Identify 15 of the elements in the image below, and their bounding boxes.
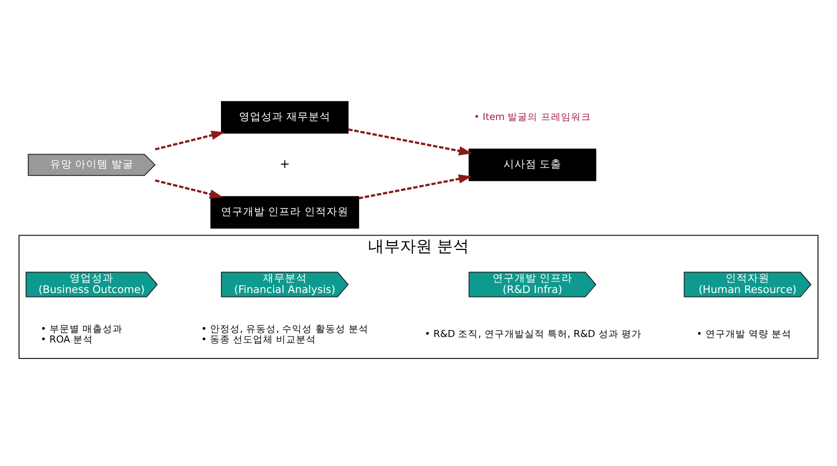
- node-label: • Item 발굴의 프레임워크: [474, 111, 591, 122]
- node-label: • ROA 분석: [40, 334, 94, 345]
- label: +: [280, 156, 290, 171]
- arrow: [154, 130, 225, 150]
- arrow: [154, 178, 223, 198]
- node-label: • 부문별 매출성과: [40, 323, 122, 334]
- node-label: • 안정성, 유동성, 수익성 활동성 분석: [201, 323, 368, 334]
- node-box: 시사점 도출: [468, 148, 596, 181]
- node-box: 연구개발 인프라 인적자원: [210, 196, 360, 228]
- node-label: • 연구개발 역량 분석: [696, 328, 792, 340]
- node-label: • R&D 조직, 연구개발실적 특허, R&D 성과 평가: [424, 328, 642, 340]
- node-label: • 동종 선도업체 비교분석: [201, 334, 316, 345]
- arrow: [358, 174, 472, 199]
- node-box: 영업성과 재무분석: [220, 100, 349, 134]
- arrow: [348, 128, 472, 155]
